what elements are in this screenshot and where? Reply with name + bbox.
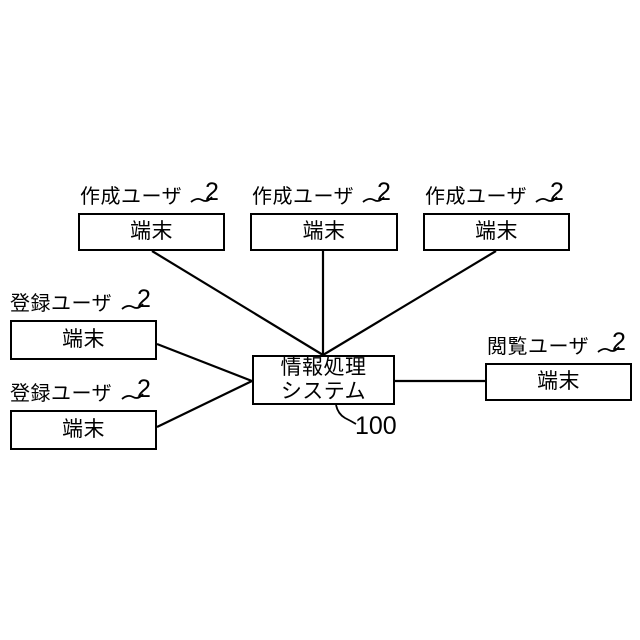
registered-terminal-2-label: 端末 xyxy=(62,418,105,442)
registered-terminal-1-caption: 登録ユーザ xyxy=(10,293,113,315)
information-processing-system-label: 情報処理 システム xyxy=(280,356,367,403)
connector-creator-3-to-system xyxy=(322,250,497,356)
connector-creator-1-to-system xyxy=(151,250,324,356)
registered-terminal-1-box[interactable]: 端末 xyxy=(10,320,157,360)
creator-terminal-2-caption: 作成ユーザ xyxy=(252,186,355,208)
creator-terminal-1-box[interactable]: 端末 xyxy=(78,213,225,251)
registered-terminal-1-label: 端末 xyxy=(62,328,105,352)
information-processing-system-box[interactable]: 情報処理 システム xyxy=(252,355,395,405)
viewer-terminal-box[interactable]: 端末 xyxy=(485,363,632,401)
leader-ref-registered-1 xyxy=(121,303,144,310)
registered-terminal-2-ref: 2 xyxy=(137,375,151,403)
connector-registered-1-to-system xyxy=(156,342,253,383)
creator-terminal-3-label: 端末 xyxy=(475,220,518,244)
creator-terminal-2-ref: 2 xyxy=(377,178,391,206)
creator-terminal-1-caption: 作成ユーザ xyxy=(80,186,183,208)
leader-ref-creator-1 xyxy=(190,196,213,203)
leader-ref-registered-2 xyxy=(121,393,144,400)
leader-ref-viewer xyxy=(597,346,620,353)
leader-ref-creator-3 xyxy=(535,196,558,203)
viewer-terminal-label: 端末 xyxy=(537,370,580,394)
viewer-terminal-ref: 2 xyxy=(612,328,626,356)
creator-terminal-2-box[interactable]: 端末 xyxy=(250,213,398,251)
creator-terminal-3-ref: 2 xyxy=(550,178,564,206)
registered-terminal-2-box[interactable]: 端末 xyxy=(10,410,157,450)
creator-terminal-3-box[interactable]: 端末 xyxy=(423,213,570,251)
information-processing-system-ref: 100 xyxy=(355,412,397,440)
creator-terminal-3-caption: 作成ユーザ xyxy=(425,186,528,208)
creator-terminal-1-ref: 2 xyxy=(205,178,219,206)
connector-registered-2-to-system xyxy=(156,380,253,428)
leader-ref-creator-2 xyxy=(362,196,385,203)
viewer-terminal-caption: 閲覧ユーザ xyxy=(487,336,590,358)
registered-terminal-2-caption: 登録ユーザ xyxy=(10,383,113,405)
creator-terminal-1-label: 端末 xyxy=(130,220,173,244)
creator-terminal-2-label: 端末 xyxy=(302,220,346,244)
leader-ref-system xyxy=(335,404,357,425)
registered-terminal-1-ref: 2 xyxy=(137,285,151,313)
